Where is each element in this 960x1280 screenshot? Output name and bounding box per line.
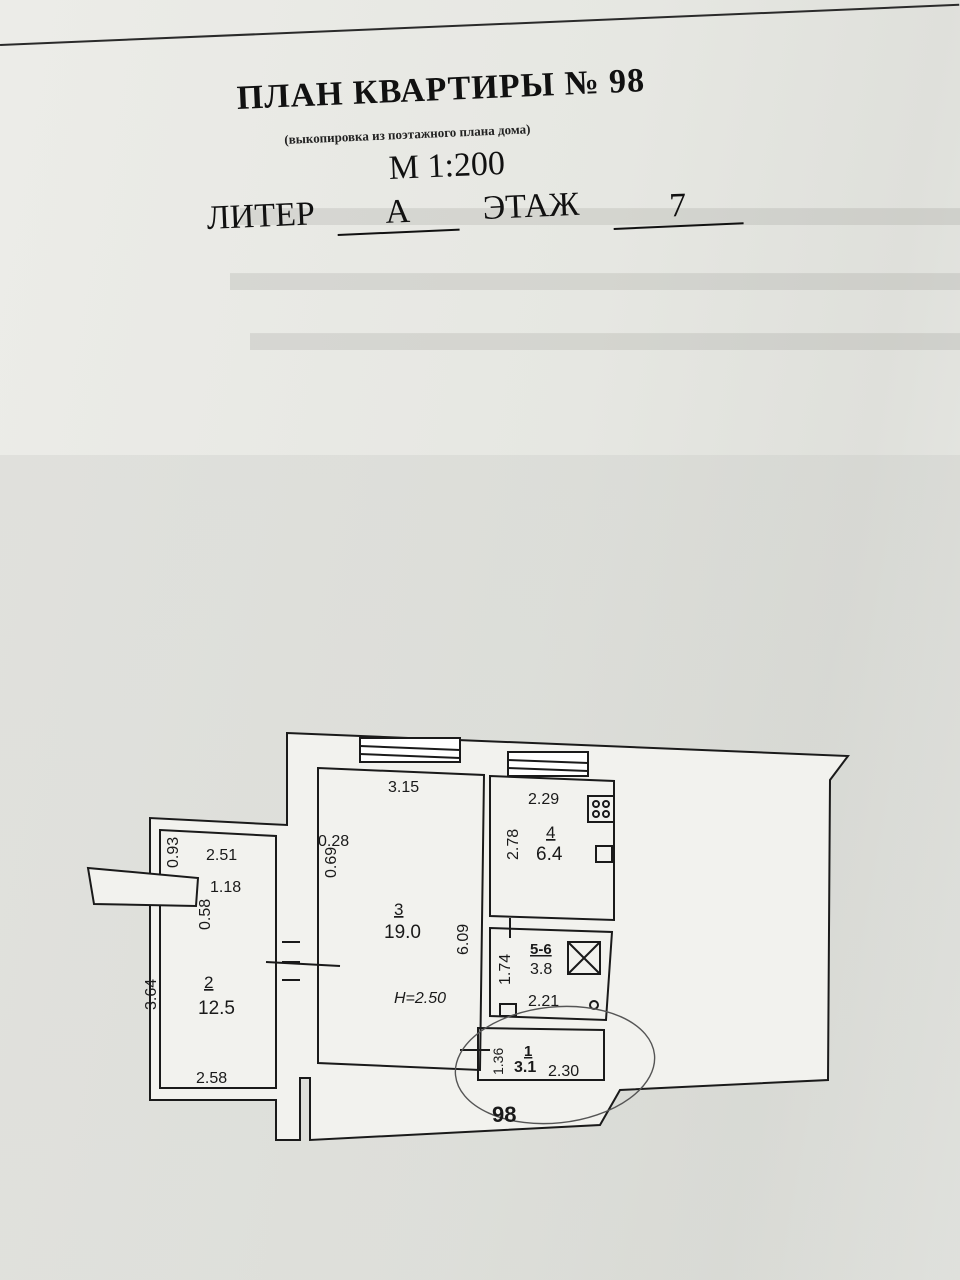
room-number: 5-6 (530, 941, 552, 958)
dimension-label: 1.74 (497, 954, 514, 985)
room-number: 4 (546, 823, 555, 842)
inner-wall (489, 926, 614, 1022)
apartment-number-label: 98 (492, 1102, 516, 1127)
dimension-label: 3.64 (143, 979, 160, 1010)
dimension-label: 2.30 (548, 1063, 579, 1080)
dimension-label: 2.51 (206, 847, 237, 864)
room-number: 1 (524, 1043, 532, 1060)
sink-icon (595, 845, 613, 863)
room-number: 2 (204, 973, 213, 992)
room-area: 19.0 (384, 922, 421, 943)
room-number: 3 (394, 900, 403, 919)
dimension-label: 2.78 (505, 829, 522, 860)
inner-wall (159, 828, 277, 1089)
dimension-label: 1.36 (490, 1048, 506, 1075)
dimension-label: 0.28 (318, 833, 349, 850)
dimension-label: 3.15 (388, 779, 419, 796)
room-area: 3.1 (514, 1059, 536, 1076)
stove-icon (587, 795, 615, 823)
outer-wall (149, 731, 850, 1142)
balcony (86, 866, 200, 908)
inner-wall (489, 774, 615, 922)
inner-wall (477, 1026, 605, 1081)
dimension-label: 0.93 (165, 837, 182, 868)
dimension-label: 6.09 (455, 924, 472, 955)
dimension-label: 2.58 (196, 1070, 227, 1087)
dimension-label: 1.18 (210, 879, 241, 896)
stair-lines (282, 941, 300, 981)
window (507, 751, 589, 777)
annotation-circle (454, 1005, 656, 1125)
dimension-label: 2.29 (528, 791, 559, 808)
room-area: 12.5 (198, 998, 235, 1019)
dimension-label: 0.69 (323, 847, 340, 878)
room-area: 3.8 (530, 961, 552, 978)
room-area: 6.4 (536, 844, 563, 865)
dimension-label: 0.58 (197, 899, 214, 930)
dimension-label: 2.21 (528, 993, 559, 1010)
shower-icon (567, 941, 601, 975)
ceiling-height: H=2.50 (394, 990, 446, 1007)
